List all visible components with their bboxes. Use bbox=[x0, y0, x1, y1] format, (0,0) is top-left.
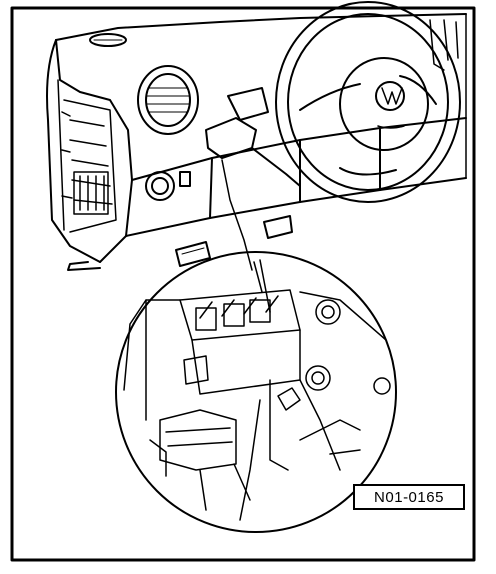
left-panel bbox=[57, 79, 117, 233]
center-air-vent bbox=[137, 65, 199, 135]
vw-emblem-icon bbox=[375, 81, 405, 111]
figure-reference-code: N01-0165 bbox=[353, 484, 465, 510]
detail-relay-box bbox=[123, 259, 391, 521]
steering-wheel bbox=[275, 1, 461, 203]
detail-magnifier bbox=[115, 251, 397, 533]
leader-line bbox=[221, 159, 253, 271]
airbag-hub bbox=[339, 57, 429, 151]
dashboard-body bbox=[46, 13, 467, 271]
light-switch-knob bbox=[145, 171, 191, 201]
right-dash-side bbox=[429, 13, 467, 179]
pedals bbox=[175, 215, 293, 267]
steering-column bbox=[205, 87, 301, 187]
page-border bbox=[10, 6, 476, 562]
defroster-vent bbox=[89, 33, 127, 47]
